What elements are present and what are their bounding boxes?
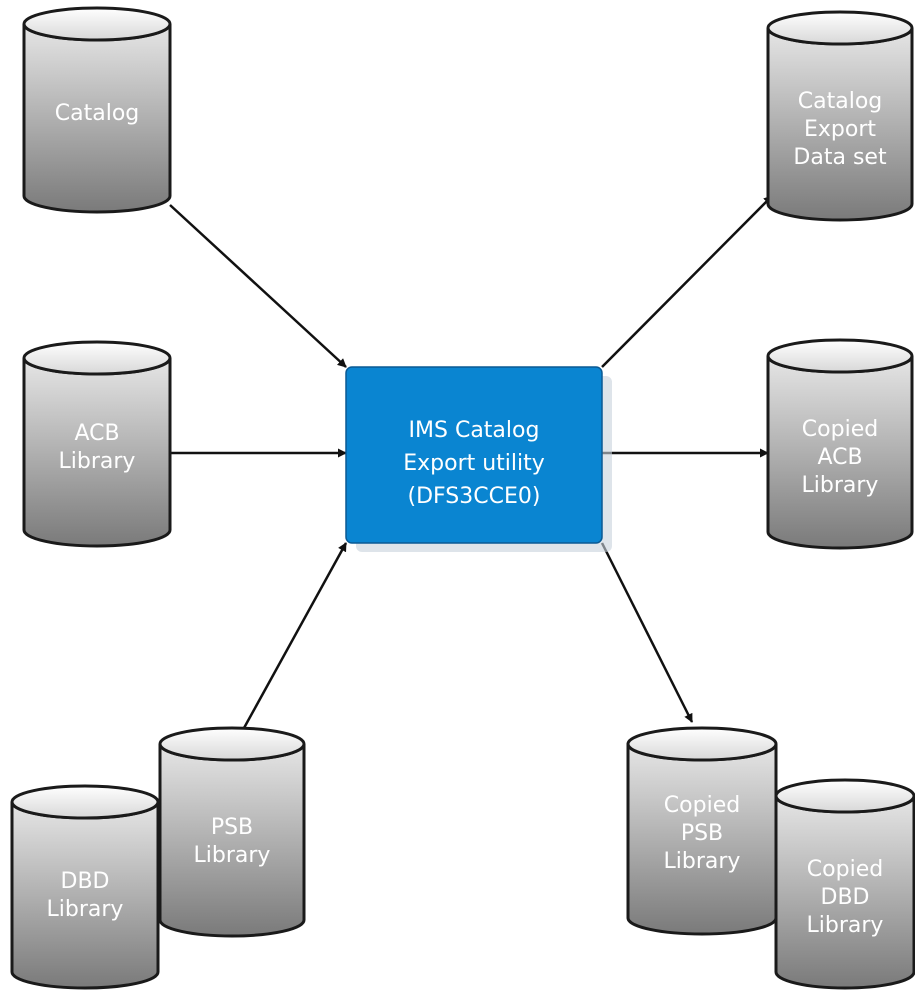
cylinder-body <box>10 801 160 990</box>
cylinder-top <box>626 726 778 762</box>
cylinder-acb-library: ACB Library <box>22 340 172 548</box>
export-utility-process: IMS Catalog Export utility (DFS3CCE0) <box>345 366 612 552</box>
cylinder-label-copied-psb-library-line-1: Copied <box>664 793 740 818</box>
edge-catalog-to-process <box>169 204 347 368</box>
process-box <box>345 366 603 544</box>
cylinder-label-copied-psb-library-line-3: Library <box>664 849 741 874</box>
cylinder-label-copied-dbd-library-line-2: DBD <box>821 885 870 910</box>
cylinder-label-copied-dbd-library-line-1: Copied <box>807 857 883 882</box>
cylinder-label-copied-acb-library-line-2: ACB <box>817 445 862 470</box>
cylinder-top <box>766 338 914 374</box>
cylinder-dbd-library: DBD Library <box>10 784 160 990</box>
cylinder-label-acb-library-line-1: ACB <box>74 421 119 446</box>
cylinder-top <box>766 10 914 46</box>
cylinder-top <box>774 778 915 814</box>
cylinder-label-psb-library-line-2: Library <box>194 843 271 868</box>
edge-process-to-catalog-export-data-set <box>601 195 773 368</box>
cylinder-label-copied-acb-library-line-1: Copied <box>802 417 878 442</box>
cylinder-label-catalog-export-data-set-line-2: Export <box>804 117 876 142</box>
cylinder-body <box>158 743 306 938</box>
cylinder-label-catalog-export-data-set-line-3: Data set <box>793 145 887 170</box>
cylinder-label-catalog-export-data-set-line-1: Catalog <box>798 89 883 114</box>
data-stores: CatalogACBLibraryDBDLibraryPSBLibraryCat… <box>10 6 915 990</box>
cylinder-label-copied-dbd-library-line-3: Library <box>807 913 884 938</box>
cylinder-label-catalog-line-1: Catalog <box>55 101 140 126</box>
process-label-line-1: IMS Catalog <box>409 418 540 443</box>
cylinder-psb-library: PSB Library <box>158 726 306 938</box>
cylinder-label-dbd-library-line-2: Library <box>47 897 124 922</box>
process-label-line-3: (DFS3CCE0) <box>408 484 541 509</box>
cylinder-label-psb-library-line-1: PSB <box>211 815 253 840</box>
cylinder-label-dbd-library-line-1: DBD <box>61 869 110 894</box>
process-label-line-2: Export utility <box>403 451 545 476</box>
edge-psb-library-to-process <box>242 542 348 729</box>
cylinder-top <box>22 340 172 376</box>
cylinder-top <box>10 784 160 820</box>
edges <box>169 195 773 729</box>
cylinder-top <box>22 6 172 42</box>
cylinder-catalog: Catalog <box>22 6 172 214</box>
cylinder-label-copied-acb-library-line-3: Library <box>802 473 879 498</box>
cylinder-top <box>158 726 306 762</box>
cylinder-label-copied-psb-library-line-2: PSB <box>681 821 723 846</box>
edge-process-to-copied-psb-library <box>600 542 694 723</box>
cylinder-label-acb-library-line-2: Library <box>59 449 136 474</box>
